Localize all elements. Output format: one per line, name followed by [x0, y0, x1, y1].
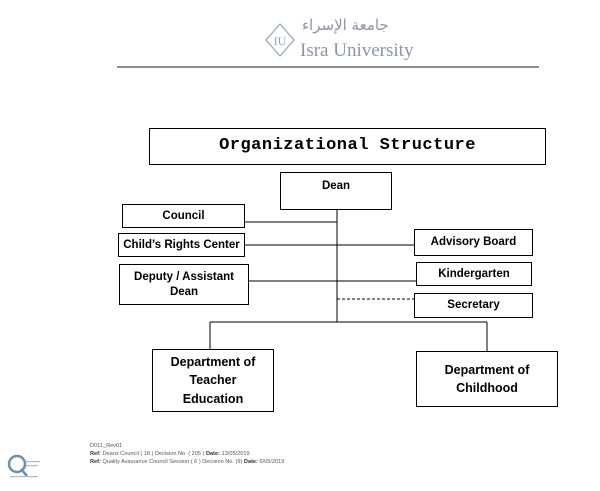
- dept-teacher-line-2: Teacher: [189, 373, 237, 388]
- doc-code: D011_Rev01: [90, 443, 123, 449]
- department-childhood-box: Department of Childhood: [416, 351, 558, 407]
- document-footer: D011_Rev01 Ref: Deans Council ( 18 ) Dec…: [90, 442, 284, 466]
- footer-ref-1: Ref: Deans Council ( 18 ) Decision No. (…: [90, 451, 250, 457]
- department-teacher-education-box: Department of Teacher Education: [152, 349, 274, 412]
- deputy-line-2: Dean: [169, 285, 199, 298]
- dept-teacher-line-1: Department of: [170, 355, 256, 370]
- quality-assurance-logo-icon: [7, 454, 40, 478]
- deputy-line-1: Deputy / Assistant: [134, 270, 234, 283]
- advisory-board-box: Advisory Board: [414, 229, 533, 256]
- council-box: Council: [122, 204, 245, 228]
- secretary-box: Secretary: [414, 293, 533, 318]
- header-divider: [117, 66, 539, 68]
- dept-child-line-1: Department of: [444, 362, 530, 377]
- isra-university-logo: IU جامعة الإسراء Isra University: [262, 16, 414, 66]
- chart-title: Organizational Structure: [149, 128, 546, 165]
- university-name-arabic: جامعة الإسراء: [302, 16, 389, 34]
- kindergarten-box: Kindergarten: [416, 262, 532, 286]
- footer-ref-2: Ref: Quality Assurance Council Session (…: [90, 459, 285, 465]
- childs-rights-center-box: Child’s Rights Center: [118, 233, 245, 257]
- deputy-assistant-dean-box: Deputy / Assistant Dean: [119, 264, 249, 305]
- dept-child-line-2: Childhood: [456, 381, 518, 395]
- dept-teacher-line-3: Education: [182, 391, 244, 406]
- dean-box: Dean: [280, 172, 392, 210]
- isra-emblem-icon: IU: [265, 23, 295, 57]
- university-name-english: Isra University: [300, 40, 414, 61]
- svg-text:IU: IU: [274, 34, 287, 48]
